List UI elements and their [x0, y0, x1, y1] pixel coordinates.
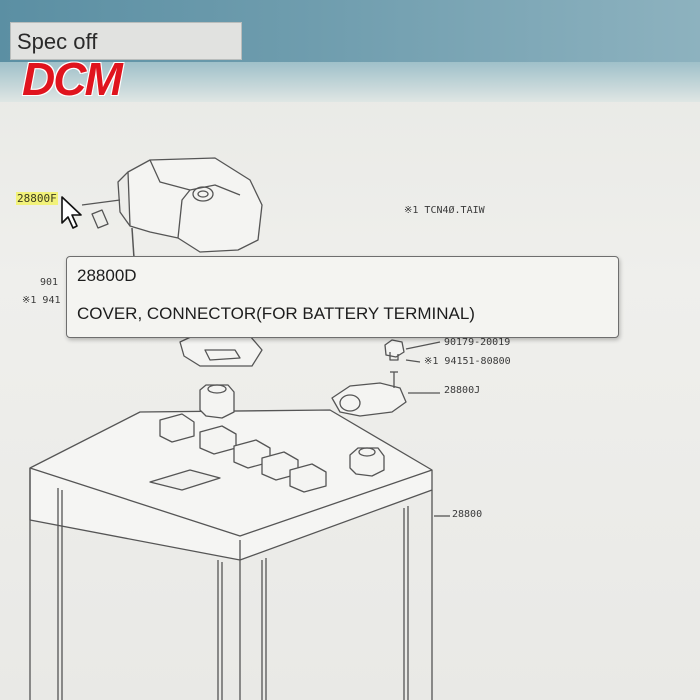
header-gradient	[0, 62, 700, 102]
part-note-top: ※1 TCN4Ø.TAIW	[404, 205, 485, 216]
battery-part[interactable]	[29, 384, 450, 700]
part-label-bolt-left[interactable]: 901	[40, 277, 59, 288]
mouse-pointer-icon	[61, 196, 82, 229]
bolt-part[interactable]	[384, 339, 441, 363]
part-label-bolt-right[interactable]: 90179-20019	[444, 337, 511, 348]
part-tooltip: 28800D COVER, CONNECTOR(FOR BATTERY TERM…	[66, 256, 619, 338]
tooltip-part-description: COVER, CONNECTOR(FOR BATTERY TERMINAL)	[77, 304, 475, 323]
tooltip-part-number: 28800D	[77, 266, 137, 285]
connector-cover-part[interactable]	[81, 157, 263, 259]
dcm-logo: DCM	[22, 53, 123, 105]
part-label-battery[interactable]: 28800	[452, 509, 483, 520]
part-label-cover[interactable]: 28800F	[16, 192, 58, 205]
terminal-clamp-part[interactable]	[331, 371, 440, 417]
connector-block-part[interactable]	[179, 334, 263, 367]
part-note-left: ※1 941	[22, 295, 61, 306]
window-title: Spec off	[10, 22, 242, 60]
part-note-right: ※1 94151-80800	[424, 356, 511, 367]
part-label-terminal[interactable]: 28800J	[444, 385, 481, 396]
